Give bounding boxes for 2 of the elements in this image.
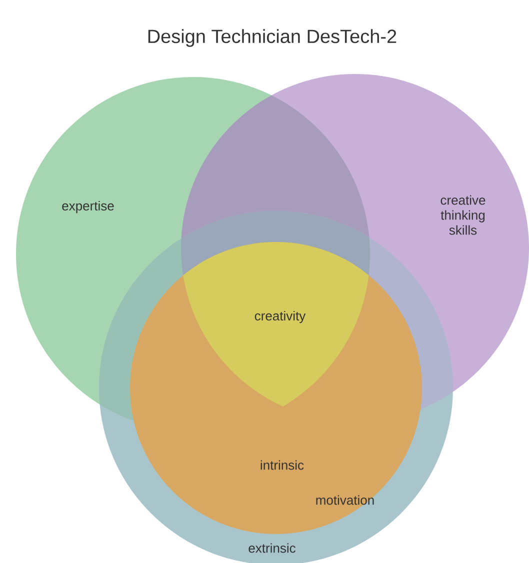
title: Design Technician DesTech-2: [148, 29, 396, 47]
overlap-region: creativity: [254, 310, 306, 324]
